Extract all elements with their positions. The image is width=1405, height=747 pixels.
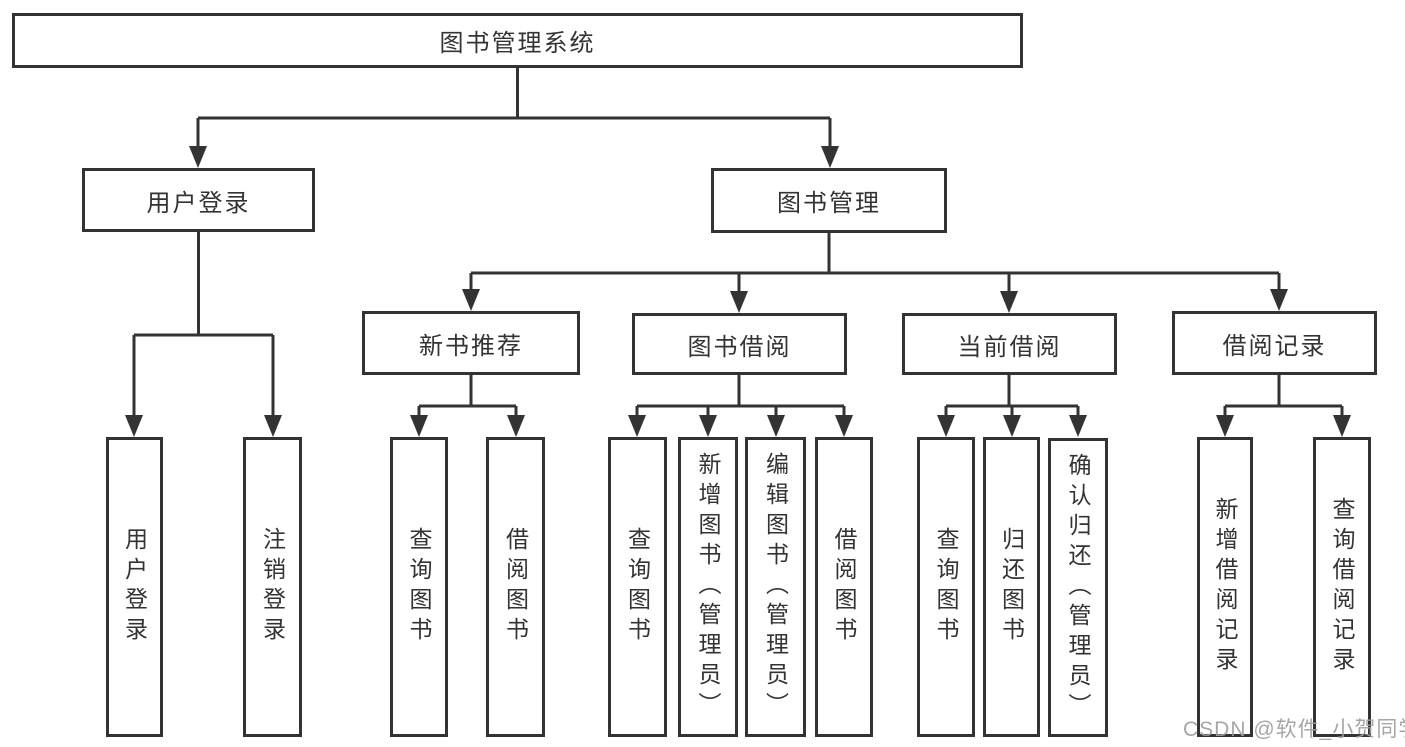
leaf-add-borrow-record-label: 新增借阅记录 [1212,497,1238,677]
leaf-borrow-books-borrowing: 借阅图书 [815,437,873,737]
node-new-book-recommend: 新书推荐 [362,311,580,375]
node-book-management: 图书管理 [711,168,947,233]
node-user-login: 用户登录 [82,168,315,232]
node-book-borrowing-label: 图书借阅 [687,333,792,361]
leaf-return-books-label: 归还图书 [998,527,1025,647]
leaf-add-books-admin-label: 新增图书（管理员） [695,452,721,722]
leaf-logout-label: 注销登录 [259,527,286,647]
leaf-query-borrow-record: 查询借阅记录 [1313,437,1371,737]
node-borrowing-records-label: 借阅记录 [1222,332,1327,360]
node-current-borrowing-label: 当前借阅 [957,333,1062,361]
leaf-query-books-recommend: 查询图书 [390,437,448,737]
leaf-borrow-books-borrowing-label: 借阅图书 [831,527,857,647]
leaf-borrow-books-recommend: 借阅图书 [486,437,545,737]
leaf-confirm-return-admin-label: 确认归还（管理员） [1065,452,1091,723]
leaf-return-books: 归还图书 [983,437,1040,737]
leaf-edit-books-admin-label: 编辑图书（管理员） [762,452,789,722]
leaf-borrow-books-recommend-label: 借阅图书 [502,527,529,647]
leaf-query-books-current: 查询图书 [917,437,975,737]
leaf-query-books-current-label: 查询图书 [933,527,959,647]
node-root: 图书管理系统 [12,13,1023,68]
node-book-borrowing: 图书借阅 [632,313,847,375]
leaf-edit-books-admin: 编辑图书（管理员） [745,437,806,737]
leaf-user-login: 用户登录 [106,437,163,737]
csdn-watermark: CSDN @软件_小贺同学 [1183,718,1405,741]
leaf-query-books-borrowing-label: 查询图书 [624,527,651,647]
node-user-login-label: 用户登录 [146,189,251,217]
leaf-add-borrow-record: 新增借阅记录 [1197,437,1253,737]
leaf-add-books-admin: 新增图书（管理员） [678,437,738,737]
leaf-query-books-recommend-label: 查询图书 [406,527,432,647]
node-borrowing-records: 借阅记录 [1172,311,1377,375]
connector-lines [132,68,1344,421]
leaf-query-books-borrowing: 查询图书 [608,437,667,737]
leaf-confirm-return-admin: 确认归还（管理员） [1048,438,1108,737]
leaf-logout: 注销登录 [243,437,302,737]
leaf-query-borrow-record-label: 查询借阅记录 [1329,497,1355,677]
arrowheads [125,146,1351,437]
node-root-label: 图书管理系统 [439,30,596,57]
node-new-book-recommend-label: 新书推荐 [419,332,523,360]
leaf-user-login-label: 用户登录 [121,527,148,647]
node-book-management-label: 图书管理 [777,190,881,217]
node-current-borrowing: 当前借阅 [902,313,1117,375]
